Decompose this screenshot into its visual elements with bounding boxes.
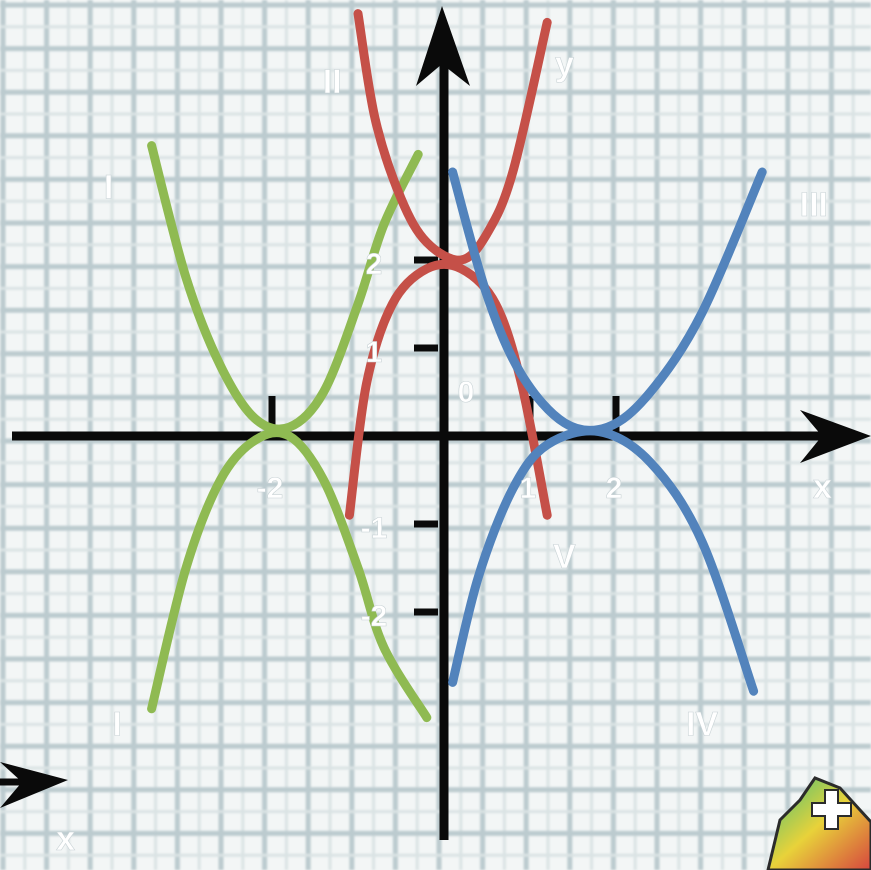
curve-label: V [553,538,576,576]
curve-6 [448,426,759,696]
y-tick-label: 1 [366,336,383,369]
curve-1 [147,141,423,434]
x-tick-label: 1 [520,472,537,505]
curve-label: I [104,169,113,207]
corner-arrow-icon [0,762,68,808]
curve-label: III [800,186,828,224]
logo-shape [766,776,871,870]
axes [0,6,871,840]
y-tick-label: -1 [361,512,388,545]
origin-label: 0 [458,376,475,409]
x-tick-label: 2 [606,472,623,505]
math-logo-icon [766,776,871,870]
curve-label: II [323,63,342,101]
curve-3 [353,9,552,265]
curve-label: IV [686,705,718,743]
curve-4 [344,259,552,520]
y-tick-label: 2 [366,248,383,281]
curves [147,9,767,723]
axis-name-label: y [555,45,574,83]
curve-2 [147,428,432,723]
x-tick-label: -2 [257,472,284,505]
curve-label: I [112,705,121,743]
y-axis-arrow-icon [416,6,470,86]
x-axis-arrow-icon [800,410,871,463]
axis-name-label: x [813,468,832,506]
logo-plus-icon [811,789,852,830]
axis-name-label: x [56,820,75,858]
y-tick-label: -2 [361,600,388,633]
